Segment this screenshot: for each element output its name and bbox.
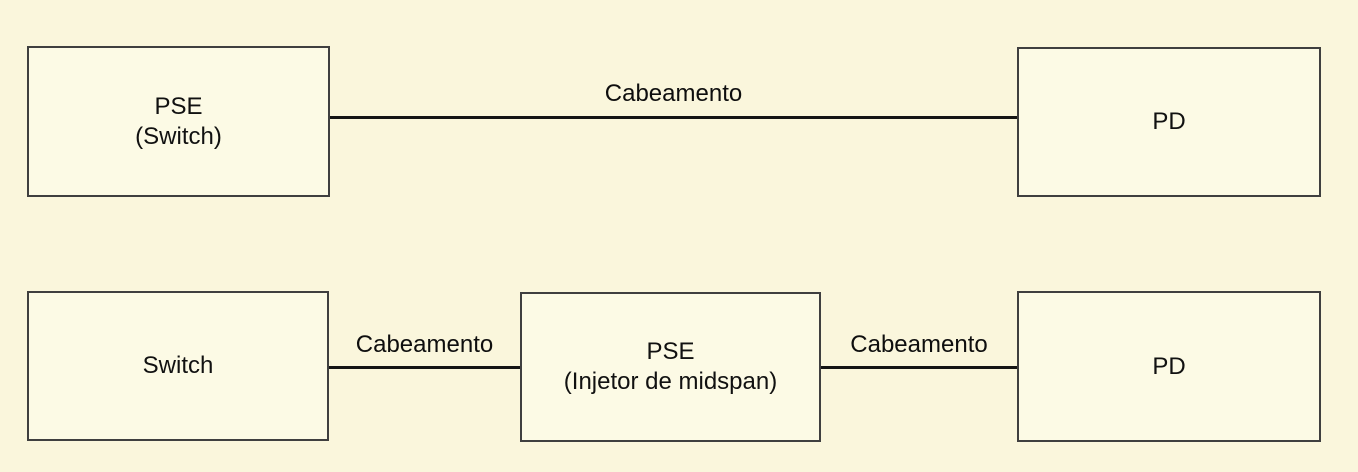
node-pse-midspan-label-line1: PSE: [646, 338, 695, 365]
cable-label-bottom-right: Cabeamento: [850, 331, 988, 358]
node-switch: Switch: [27, 291, 329, 441]
node-pd-bottom: PD: [1017, 291, 1321, 442]
node-pse-switch-label-line2: (Switch): [135, 122, 222, 150]
cable-line-bottom-left: [329, 366, 520, 369]
node-pse-switch-label-line1: PSE: [154, 92, 203, 120]
cable-label-top: Cabeamento: [604, 80, 743, 107]
node-pd-bottom-label: PD: [1152, 352, 1186, 380]
node-pd-top-label: PD: [1152, 108, 1186, 135]
node-pse-midspan-label-line2: (Injetor de midspan): [563, 368, 778, 395]
node-pd-top: PD: [1017, 47, 1321, 197]
node-switch-label: Switch: [142, 352, 214, 379]
cable-line-top: [330, 116, 1017, 119]
node-pse-switch: PSE (Switch): [27, 46, 330, 197]
cable-label-bottom-left: Cabeamento: [355, 331, 494, 358]
node-pse-midspan: PSE (Injetor de midspan): [520, 292, 821, 442]
cable-line-bottom-right: [821, 366, 1017, 369]
